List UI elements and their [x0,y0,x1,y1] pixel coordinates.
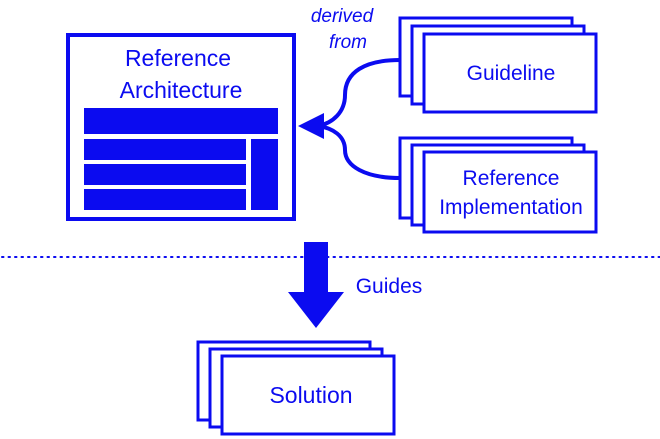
solution-label: Solution [269,382,352,408]
solution-stack: Solution [196,340,396,436]
architecture-layers-icon [84,108,278,210]
solution-card-front [220,354,396,436]
derived-from-connector [317,58,401,180]
layer-bar-side [251,139,278,210]
guides-label: Guides [356,275,423,298]
derived-from-label-line1: derived [311,6,375,27]
reference-architecture-title-line1: Reference [125,45,231,71]
reference-implementation-card-front [422,150,598,234]
reference-architecture-title-line2: Architecture [120,77,243,103]
layer-bar-4 [84,189,246,210]
derived-from-label-line2: from [329,32,367,53]
derived-from-arrowhead [298,113,324,139]
guideline-card-front [422,32,598,114]
guideline-stack: Guideline [398,16,598,114]
layer-bar-2 [84,139,246,160]
layer-bar-3 [84,164,246,185]
guides-arrow-head [288,292,344,328]
guideline-connector-curve [317,58,401,128]
guides-arrow [288,242,344,328]
guideline-label: Guideline [467,62,556,85]
reference-implementation-label-line2: Implementation [439,196,583,219]
reference-implementation-label-line1: Reference [463,167,560,190]
reference-architecture-box: Reference Architecture [66,33,296,221]
reference-implementation-stack: Reference Implementation [398,136,598,234]
reference-implementation-connector-curve [317,124,401,180]
layer-bar-top [84,108,278,134]
guides-arrow-shaft [304,242,328,292]
